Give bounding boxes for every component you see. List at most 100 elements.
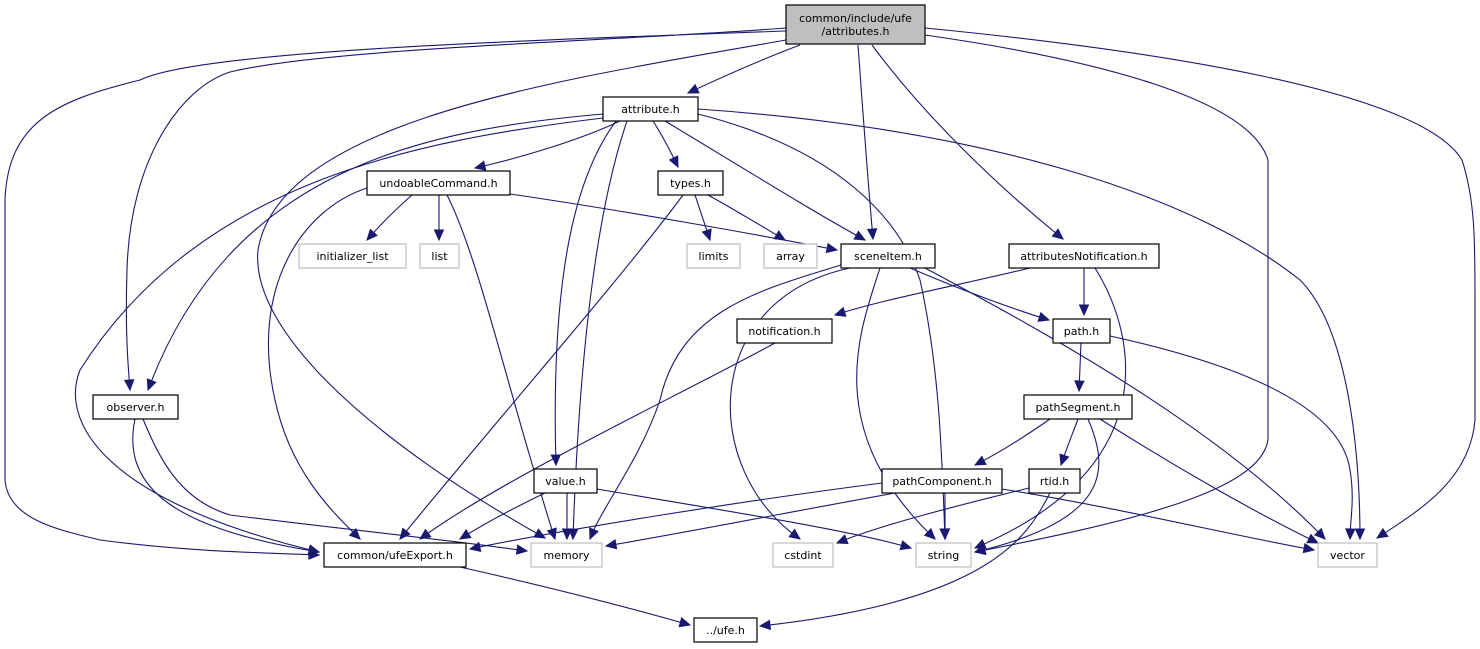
node-label: pathSegment.h bbox=[1036, 401, 1121, 414]
arrowhead-icon bbox=[923, 527, 936, 540]
edge-line bbox=[834, 267, 1031, 316]
arrowhead-icon bbox=[123, 379, 135, 392]
node-limits: limits bbox=[686, 243, 741, 269]
node-label: string bbox=[928, 549, 960, 562]
node-label: vector bbox=[1330, 549, 1365, 562]
node-box bbox=[763, 243, 818, 269]
node-value[interactable]: value.h bbox=[533, 468, 598, 494]
edge-attribute-to-vector bbox=[697, 108, 1366, 541]
node-box bbox=[772, 542, 834, 568]
node-box bbox=[1023, 394, 1133, 420]
node-types[interactable]: types.h bbox=[657, 170, 724, 196]
node-sceneItem[interactable]: sceneItem.h bbox=[840, 243, 936, 269]
edge-line bbox=[572, 120, 628, 540]
node-label: value.h bbox=[545, 475, 586, 488]
arrowhead-icon bbox=[668, 155, 679, 169]
edge-line bbox=[474, 120, 621, 169]
edge-attributesNotification-to-path bbox=[1078, 268, 1090, 317]
node-memory: memory bbox=[530, 542, 603, 568]
edge-attributes-to-memory bbox=[257, 39, 787, 539]
edge-pathComponent-to-ufeExport bbox=[468, 482, 883, 553]
node-label: pathComponent.h bbox=[892, 475, 991, 488]
node-undoableCommand[interactable]: undoableCommand.h bbox=[366, 170, 511, 196]
arrowhead-icon bbox=[458, 528, 472, 540]
nodes-layer: common/include/ufe/attributes.h attribute… bbox=[92, 4, 1378, 643]
node-label: limits bbox=[699, 250, 729, 263]
edge-path-to-vector bbox=[1109, 335, 1356, 541]
edge-attributes-to-attributesNotification bbox=[871, 44, 1064, 240]
arrowhead-icon bbox=[1306, 533, 1320, 544]
arrowhead-icon bbox=[866, 228, 878, 241]
arrowhead-icon bbox=[701, 228, 712, 242]
edge-line bbox=[589, 264, 842, 540]
node-path[interactable]: path.h bbox=[1052, 318, 1111, 344]
node-attributes[interactable]: common/include/ufe/attributes.h bbox=[785, 4, 926, 45]
arrowhead-icon bbox=[835, 534, 849, 545]
node-cstdint: cstdint bbox=[772, 542, 834, 568]
edge-line bbox=[147, 113, 604, 391]
edge-pathSegment-to-string bbox=[973, 418, 1100, 555]
node-ufe[interactable]: ../ufe.h bbox=[693, 617, 758, 643]
node-label: list bbox=[431, 250, 448, 263]
arrowhead-icon bbox=[366, 228, 378, 241]
arrowhead-icon bbox=[468, 541, 482, 553]
edge-line bbox=[267, 187, 368, 540]
node-list: list bbox=[419, 243, 460, 269]
node-box bbox=[657, 170, 724, 196]
edge-attribute-to-value bbox=[550, 120, 617, 467]
arrowhead-icon bbox=[788, 528, 801, 540]
edge-line bbox=[687, 44, 801, 94]
edge-line bbox=[459, 492, 546, 540]
node-ufeExport[interactable]: common/ufeExport.h bbox=[323, 542, 467, 568]
arrowhead-icon bbox=[825, 242, 839, 254]
node-attribute[interactable]: attribute.h bbox=[602, 96, 699, 122]
edge-line bbox=[924, 267, 1326, 540]
edge-line bbox=[1099, 418, 1319, 544]
arrowhead-icon bbox=[773, 230, 787, 241]
arrowhead-icon bbox=[307, 545, 321, 556]
node-label: types.h bbox=[670, 177, 711, 190]
node-label: rtid.h bbox=[1040, 475, 1069, 488]
edge-pathSegment-to-vector bbox=[1099, 418, 1320, 544]
edge-line bbox=[554, 120, 617, 466]
edge-attributes-to-observer bbox=[123, 27, 787, 392]
node-box bbox=[298, 243, 407, 269]
node-box bbox=[1317, 542, 1378, 568]
node-label: ../ufe.h bbox=[706, 624, 745, 637]
node-observer[interactable]: observer.h bbox=[92, 394, 179, 420]
edge-line bbox=[509, 193, 838, 251]
node-box bbox=[1052, 318, 1111, 344]
edge-undoableCommand-to-initializer_list bbox=[366, 194, 413, 241]
node-attributesNotification[interactable]: attributesNotification.h bbox=[1008, 243, 1160, 269]
node-pathSegment[interactable]: pathSegment.h bbox=[1023, 394, 1133, 420]
node-pathComponent[interactable]: pathComponent.h bbox=[881, 468, 1003, 494]
arrowhead-icon bbox=[568, 528, 579, 541]
node-label: initializer_list bbox=[316, 250, 389, 263]
arrowhead-icon bbox=[973, 455, 987, 466]
arrowhead-icon bbox=[1302, 542, 1316, 554]
node-label: notification.h bbox=[748, 325, 820, 338]
edge-attributes-to-attribute bbox=[686, 44, 801, 94]
node-label: cstdint bbox=[784, 549, 822, 562]
edge-value-to-string bbox=[596, 488, 913, 551]
edge-pathComponent-to-vector bbox=[1001, 488, 1316, 554]
node-label: common/include/ufe bbox=[799, 12, 912, 25]
node-box bbox=[693, 617, 758, 643]
node-label: memory bbox=[544, 549, 590, 562]
node-rtid[interactable]: rtid.h bbox=[1028, 468, 1081, 494]
edge-undoableCommand-to-ufeExport bbox=[267, 187, 368, 540]
arrowhead-icon bbox=[348, 527, 361, 540]
edge-line bbox=[1109, 335, 1353, 540]
arrowhead-icon bbox=[1074, 380, 1085, 393]
edge-attribute-to-types bbox=[652, 120, 679, 169]
node-box bbox=[736, 318, 833, 344]
edge-pathSegment-to-rtid bbox=[1059, 418, 1079, 467]
edge-line bbox=[459, 566, 691, 626]
edge-line bbox=[871, 44, 1064, 240]
node-label: observer.h bbox=[107, 401, 165, 414]
node-box bbox=[1028, 468, 1081, 494]
node-notification[interactable]: notification.h bbox=[736, 318, 833, 344]
arrowhead-icon bbox=[1059, 453, 1070, 467]
node-label: undoableCommand.h bbox=[379, 177, 497, 190]
node-box bbox=[92, 394, 179, 420]
